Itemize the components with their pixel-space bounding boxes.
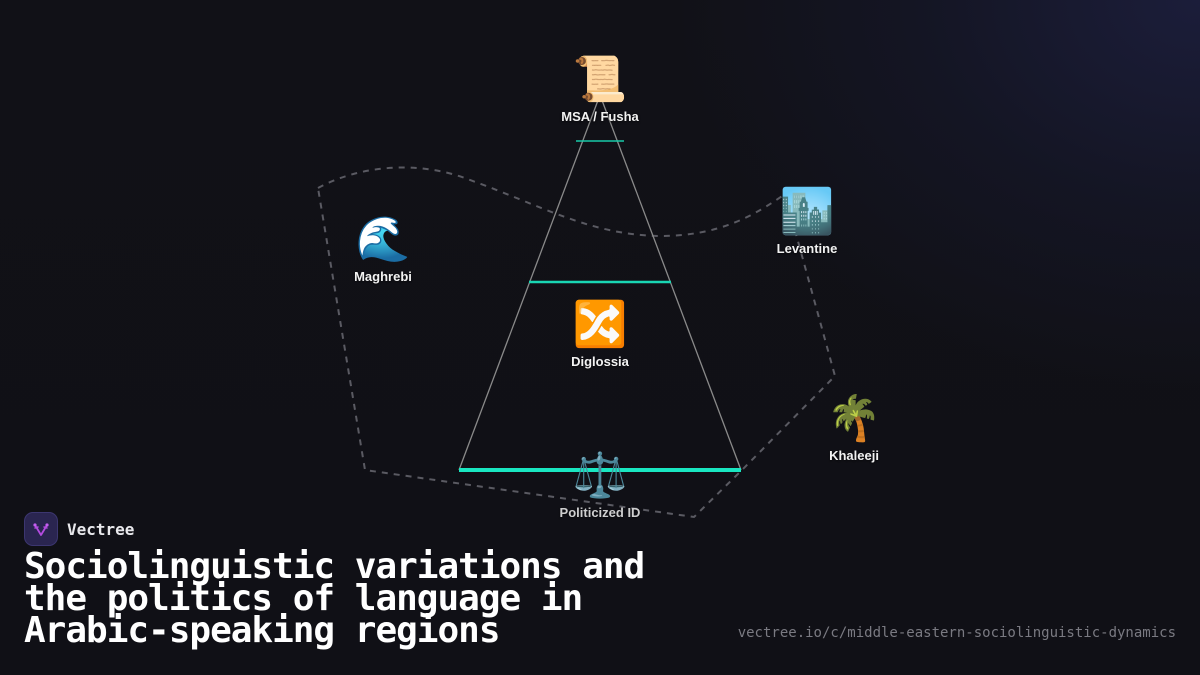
balance-scale-icon: ⚖️ (572, 450, 628, 501)
cityscape-icon: 🏙️ (779, 186, 835, 237)
node-label: Levantine (776, 241, 838, 256)
node-diglossia[interactable]: 🔀 Diglossia (571, 299, 629, 370)
node-maghrebi[interactable]: 🌊 Maghrebi (354, 214, 412, 285)
node-label: Khaleeji (829, 448, 879, 463)
wave-icon: 🌊 (355, 214, 411, 265)
title-line: Sociolinguistic variations and (24, 546, 645, 587)
node-msa-fusha[interactable]: 📜 MSA / Fusha (561, 54, 639, 125)
scroll-icon: 📜 (572, 54, 628, 105)
palm-tree-icon: 🌴 (826, 393, 882, 444)
node-khaleeji[interactable]: 🌴 Khaleeji (826, 393, 882, 464)
node-label: MSA / Fusha (561, 109, 639, 124)
page-title: Sociolinguistic variations and the polit… (24, 546, 724, 651)
vectree-logo-icon (24, 512, 58, 546)
node-politicized-id[interactable]: ⚖️ Politicized ID (559, 450, 641, 521)
shuffle-icon: 🔀 (572, 299, 628, 350)
title-line: the politics of language in (24, 578, 583, 619)
brand[interactable]: Vectree (24, 512, 134, 546)
dashed-region-boundary (316, 166, 837, 519)
node-label: Politicized ID (559, 505, 641, 520)
node-levantine[interactable]: 🏙️ Levantine (776, 186, 838, 257)
title-line: Arabic-speaking regions (24, 610, 501, 651)
brand-name: Vectree (67, 519, 135, 539)
source-url[interactable]: vectree.io/c/middle-eastern-sociolinguis… (737, 625, 1176, 641)
node-label: Maghrebi (354, 269, 412, 284)
node-label: Diglossia (571, 354, 629, 369)
